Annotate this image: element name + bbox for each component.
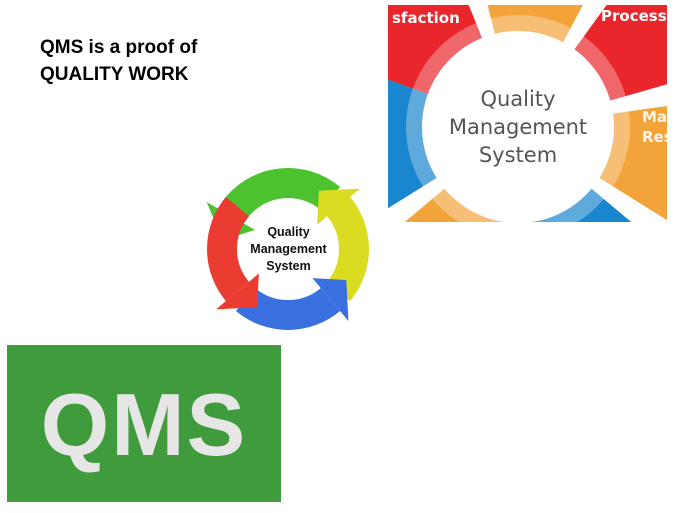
cycle-arrows [206, 168, 369, 330]
center-line: System [266, 259, 311, 273]
cycle-center-title: Quality Management System [196, 224, 381, 275]
qms-logo-text: QMS [40, 375, 248, 474]
cycle-arrow-body [217, 168, 341, 225]
cycle-arrow-head [312, 278, 349, 322]
label-management-1: Ma [642, 108, 667, 126]
cycle-arrow-head [215, 273, 259, 310]
cycle-arrow-body [235, 287, 341, 330]
headline: QMS is a proof of QUALITY WORK [40, 34, 197, 88]
qms-wheel-image: sfaction Processe Ma Res Quality Managem… [388, 5, 667, 222]
cycle-arrow-body [207, 196, 250, 302]
cycle-arrow-head [317, 188, 361, 225]
center-line: Management [250, 242, 327, 256]
headline-line-2: QUALITY WORK [40, 64, 189, 85]
center-line: Quality [480, 87, 556, 111]
center-line: Management [448, 115, 588, 139]
center-line: Quality [267, 225, 310, 239]
label-management-2: Res [642, 128, 667, 146]
label-processes: Processe [601, 7, 667, 25]
headline-line-1: QMS is a proof of [40, 37, 198, 58]
label-satisfaction: sfaction [392, 9, 460, 27]
center-line: System [478, 143, 558, 167]
qms-logo: QMS [7, 345, 281, 502]
wheel-center-circle [422, 31, 614, 222]
wheel-center-title: Quality Management System [418, 85, 618, 169]
qms-cycle-image: Quality Management System [196, 156, 381, 342]
wheel-segments [388, 5, 667, 222]
